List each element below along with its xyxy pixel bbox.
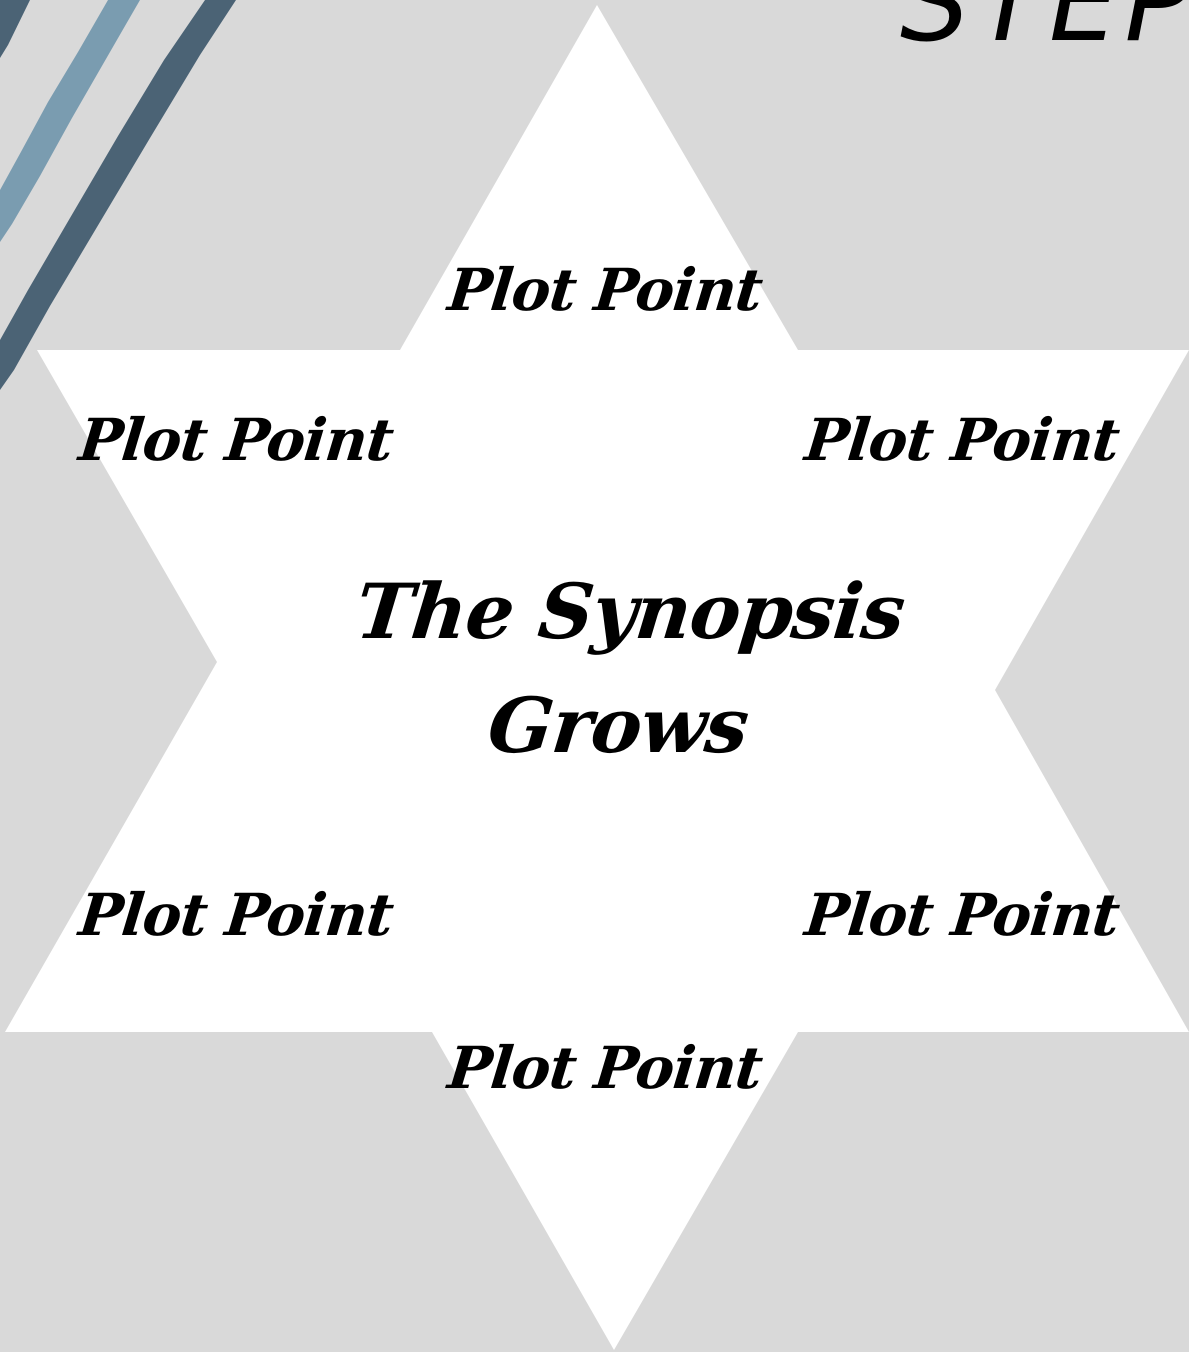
center-label-line-2: Grows — [338, 669, 897, 783]
center-label-line-1: The Synopsis — [350, 555, 909, 669]
plot-point-upper-right: Plot Point — [802, 408, 1122, 472]
stripe-dark-left — [0, 0, 30, 58]
center-label: The Synopsis Grows — [338, 555, 909, 783]
plot-point-lower-right: Plot Point — [802, 883, 1122, 947]
plot-point-bottom: Plot Point — [445, 1036, 765, 1100]
plot-point-upper-left: Plot Point — [76, 408, 396, 472]
plot-point-lower-left: Plot Point — [76, 883, 396, 947]
stripe-light — [0, 0, 140, 242]
plot-point-top: Plot Point — [445, 258, 765, 322]
step-heading: STEP 3 — [900, 0, 1189, 62]
stripe-dark — [0, 0, 236, 390]
